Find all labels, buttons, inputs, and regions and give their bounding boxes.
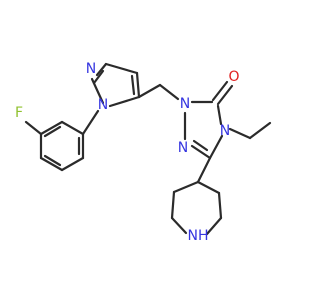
fluorophenyl-ring <box>39 120 85 172</box>
bond-c-f <box>24 120 43 136</box>
atom-oxygen: O <box>228 69 239 85</box>
atom-pyrazole-n2: N <box>86 61 96 77</box>
atom-triazole-n4: N <box>220 123 230 139</box>
triazolone-ring <box>183 100 224 160</box>
atom-fluorine: F <box>15 105 23 121</box>
pyrazole-ring <box>90 62 141 108</box>
structure-drawing: F N N N N N O NH <box>15 61 272 244</box>
atom-triazole-n1: N <box>180 96 190 112</box>
molecule-diagram: F N N N N N O NH <box>15 61 272 244</box>
bond-ring-n1 <box>81 109 100 136</box>
bond-ch2-a <box>137 83 162 99</box>
atom-pyrazole-n1: N <box>98 97 108 113</box>
atom-triazole-n2: N <box>178 140 188 156</box>
atom-piperidine-nh: NH <box>188 228 209 244</box>
bond-ch2-b <box>158 83 180 101</box>
bond-ethyl-2 <box>248 121 272 140</box>
piperidine-ring <box>170 180 223 236</box>
bond-c-o-1 <box>216 84 234 106</box>
bond-ethyl-1 <box>228 127 252 140</box>
bond-c-o-2 <box>211 80 229 102</box>
bond-ring-piperidine <box>196 156 212 184</box>
